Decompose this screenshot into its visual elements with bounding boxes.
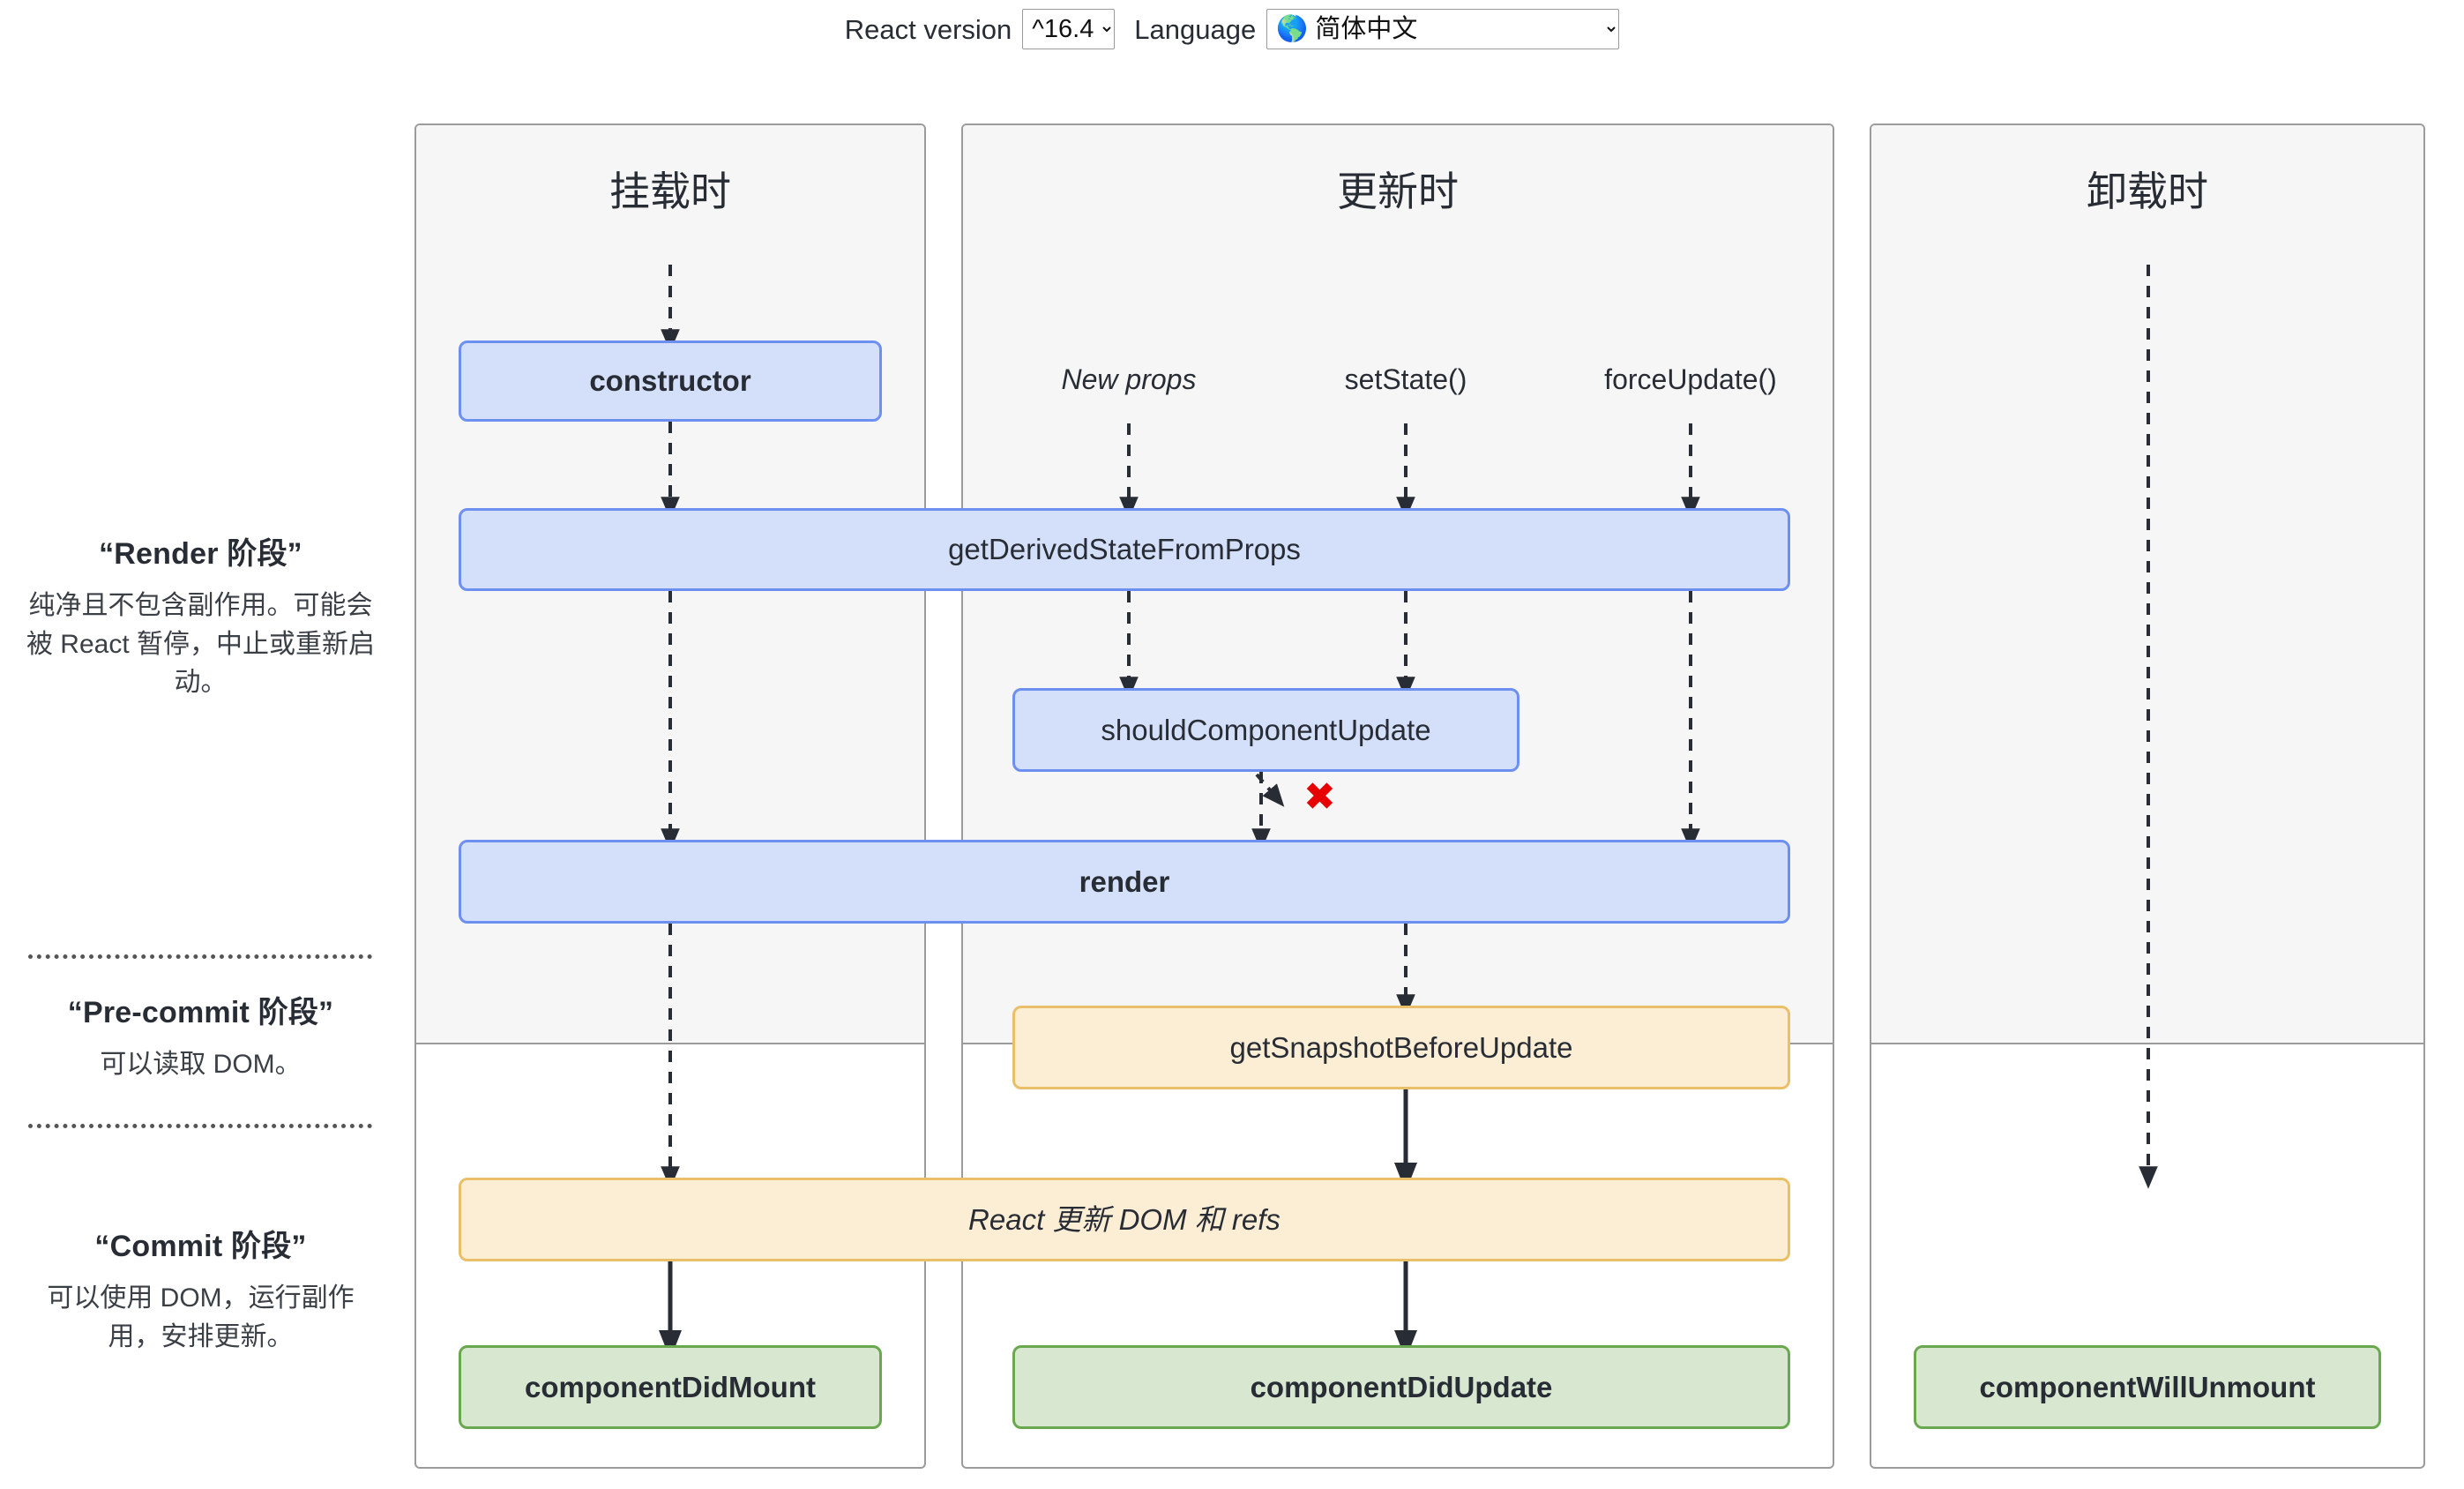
legend-divider-bottom xyxy=(28,1124,372,1128)
column-updating: 更新时 xyxy=(961,123,1834,1469)
lifecycle-box-component-will-unmount[interactable]: componentWillUnmount xyxy=(1914,1345,2381,1429)
legend-title: “Commit 阶段” xyxy=(94,1230,307,1263)
legend-divider-top xyxy=(28,954,372,959)
column-title: 卸载时 xyxy=(2087,168,2208,214)
lifecycle-box-component-did-mount[interactable]: componentDidMount xyxy=(459,1345,882,1429)
column-title: 挂载时 xyxy=(609,168,731,214)
bailout-x-icon: ✖ xyxy=(1303,775,1336,819)
lifecycle-box-component-did-update[interactable]: componentDidUpdate xyxy=(1012,1345,1790,1429)
react-version-label: React version xyxy=(844,13,1012,45)
lifecycle-box-get-snapshot-before-update[interactable]: getSnapshotBeforeUpdate xyxy=(1012,1006,1790,1089)
trigger-new-props: New props xyxy=(1061,363,1197,395)
render-phase-background xyxy=(1871,125,2423,1044)
lifecycle-box-get-derived-state-from-props[interactable]: getDerivedStateFromProps xyxy=(459,508,1790,591)
legend-description: 纯净且不包含副作用。可能会被 React 暂停，中止或重新启动。 xyxy=(26,591,376,697)
language-control: Language 🌎 简体中文 xyxy=(1134,9,1620,49)
legend-commit-phase: “Commit 阶段” 可以使用 DOM，运行副作用，安排更新。 xyxy=(0,1222,401,1356)
phase-legend: “Render 阶段” 纯净且不包含副作用。可能会被 React 暂停，中止或重… xyxy=(0,0,401,1489)
legend-render-phase: “Render 阶段” 纯净且不包含副作用。可能会被 React 暂停，中止或重… xyxy=(0,529,401,702)
legend-description: 可以读取 DOM。 xyxy=(100,1050,302,1079)
language-label: Language xyxy=(1134,13,1257,45)
column-unmounting: 卸载时 xyxy=(1870,123,2425,1469)
legend-description: 可以使用 DOM，运行副作用，安排更新。 xyxy=(47,1283,355,1351)
trigger-set-state: setState() xyxy=(1344,363,1467,395)
legend-title: “Render 阶段” xyxy=(99,537,302,571)
diagram-controls: React version ^16.4 Language 🌎 简体中文 xyxy=(0,9,2464,49)
react-version-select[interactable]: ^16.4 xyxy=(1022,9,1116,49)
lifecycle-box-should-component-update[interactable]: shouldComponentUpdate xyxy=(1012,688,1519,772)
legend-precommit-phase: “Pre-commit 阶段” 可以读取 DOM。 xyxy=(0,988,401,1084)
column-title: 更新时 xyxy=(1337,168,1459,214)
lifecycle-box-render[interactable]: render xyxy=(459,840,1790,924)
react-version-control: React version ^16.4 xyxy=(845,9,1116,49)
language-select[interactable]: 🌎 简体中文 xyxy=(1266,9,1620,49)
column-mounting: 挂载时 xyxy=(414,123,926,1469)
legend-title: “Pre-commit 阶段” xyxy=(67,996,334,1029)
lifecycle-box-constructor[interactable]: constructor xyxy=(459,340,882,422)
lifecycle-box-react-updates-dom-and-refs[interactable]: React 更新 DOM 和 refs xyxy=(459,1178,1790,1261)
trigger-force-update: forceUpdate() xyxy=(1604,363,1777,395)
